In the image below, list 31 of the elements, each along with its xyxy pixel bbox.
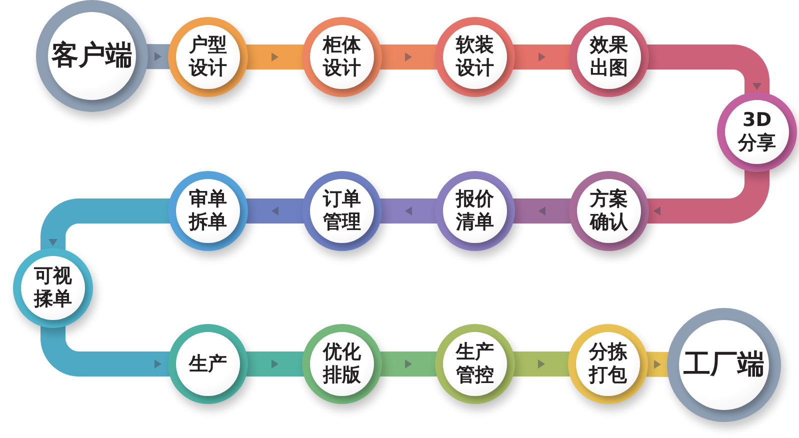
flow-arrow: [245, 44, 305, 70]
flow-arrow: [245, 198, 305, 224]
flow-arrow: [512, 44, 572, 70]
step-label: 报价清单: [456, 188, 494, 234]
flow-arrow: [379, 44, 438, 70]
flow-arrow: [40, 325, 171, 376]
step-label: 客户端: [52, 40, 132, 72]
flow-arrow: [379, 352, 438, 376]
step-label: 订单管理: [322, 188, 362, 234]
step-label: 生产管控: [456, 341, 494, 387]
step-label: 效果出图: [590, 34, 628, 80]
flow-arrow: [379, 198, 438, 224]
flow-arrow: [512, 198, 572, 224]
step-label: 柜体设计: [322, 34, 362, 80]
flow-arrow: [245, 352, 305, 376]
step-label: 户型设计: [188, 34, 228, 80]
flow-arrow: [646, 169, 770, 224]
step-label: 生产: [188, 352, 228, 376]
step-label: 3D分享: [738, 109, 776, 155]
flow-arrow: [512, 352, 571, 376]
step-label: 优化排版: [322, 341, 362, 387]
step-label: 可视揉单: [34, 265, 72, 311]
flow-arrow: [646, 44, 770, 95]
step-label: 工厂端: [684, 348, 764, 382]
flow-arrow: [40, 198, 171, 251]
step-label: 方案确认: [590, 188, 628, 234]
step-label: 审单拆单: [188, 188, 228, 234]
step-label: 分拣打包: [588, 341, 628, 387]
flow-arrow: [145, 44, 171, 70]
endpoint-circle: [36, 0, 148, 112]
step-label: 软装设计: [456, 34, 494, 80]
